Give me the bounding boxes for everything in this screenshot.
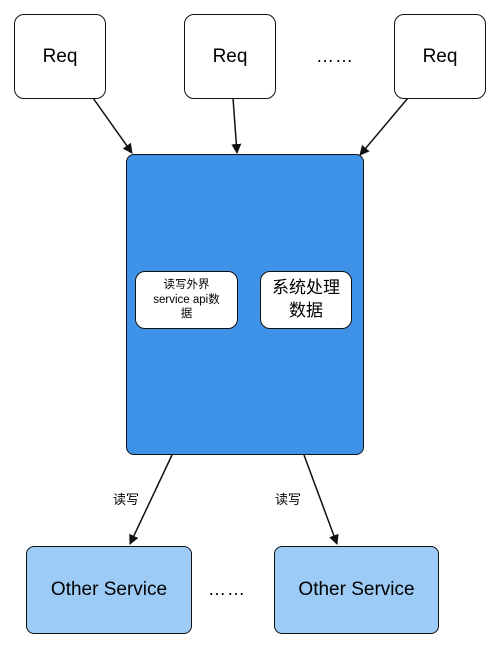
arrow-center-to-service2: [303, 454, 339, 545]
req-node-3: Req: [394, 14, 486, 99]
left-box-line-2: service api数: [153, 293, 220, 306]
other-service-node-2: Other Service: [274, 546, 439, 634]
left-box-line-3: 据: [180, 308, 193, 321]
system-process-data-box: 系统处理 数据: [260, 271, 352, 329]
right-box-line-2: 数据: [289, 301, 323, 320]
edge-label-right: 读写: [275, 492, 302, 507]
right-box-line-1: 系统处理: [272, 278, 340, 298]
other-service-node-1: Other Service: [26, 546, 192, 634]
arrow-center-to-service1: [129, 454, 173, 545]
left-box-line-1: 读写外界: [163, 279, 210, 292]
req-node-2: Req: [184, 14, 276, 99]
read-write-external-api-box: 读写外界 service api数 据: [135, 271, 238, 329]
arrow-req1-to-center: [92, 97, 133, 154]
arrow-req3-to-center: [359, 97, 409, 156]
req-ellipsis: ……: [316, 46, 354, 66]
req-node-1: Req: [14, 14, 106, 99]
edge-label-left: 读写: [113, 492, 140, 507]
service-ellipsis: ……: [208, 579, 246, 599]
arrow-req2-to-center: [231, 97, 242, 154]
